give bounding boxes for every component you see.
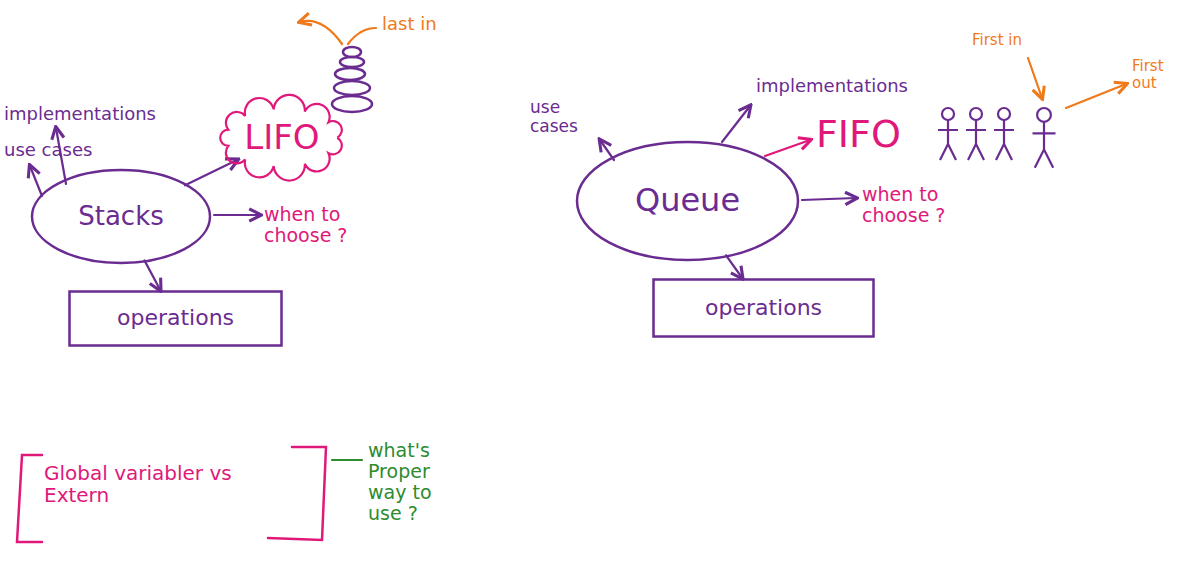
acronym-label: FIFO [816, 114, 931, 156]
node-text: Stacks [78, 202, 164, 231]
stick-figure [938, 108, 958, 160]
branch-label: implementations [4, 104, 179, 124]
question-label: when to choose ? [264, 204, 374, 246]
stick-figure [1033, 108, 1056, 168]
node-text: Queue [635, 183, 740, 218]
node-text: LIFO [244, 119, 319, 156]
note-label: First out [1132, 58, 1192, 91]
connector-arrow [144, 260, 160, 290]
stone-stack [332, 47, 372, 112]
stick-figure [994, 108, 1014, 160]
connector-arrow [726, 255, 742, 278]
note-label: First in [972, 32, 1062, 49]
node-text: operations [705, 296, 822, 320]
cloud-bubble: LIFO [219, 102, 344, 173]
stick-figure [966, 108, 986, 160]
leader-arrows [30, 21, 1126, 460]
connector-arrow [185, 160, 237, 186]
topic-ellipse: Stacks [30, 168, 212, 265]
bracket [17, 447, 326, 542]
branch-label: use cases [530, 98, 596, 135]
node-text: operations [117, 306, 234, 330]
branch-label: implementations [756, 76, 946, 96]
question-label: what's Proper way to use ? [368, 440, 464, 524]
note-label: last in [382, 14, 472, 34]
stick-figures [938, 108, 1056, 168]
question-label: when to choose ? [862, 184, 972, 226]
topic-label: Global variabler vs Extern [44, 462, 284, 506]
operations-box: operations [68, 290, 283, 347]
branch-label: use cases [4, 140, 114, 160]
operations-box: operations [652, 278, 875, 338]
topic-ellipse: Queue [575, 140, 800, 262]
